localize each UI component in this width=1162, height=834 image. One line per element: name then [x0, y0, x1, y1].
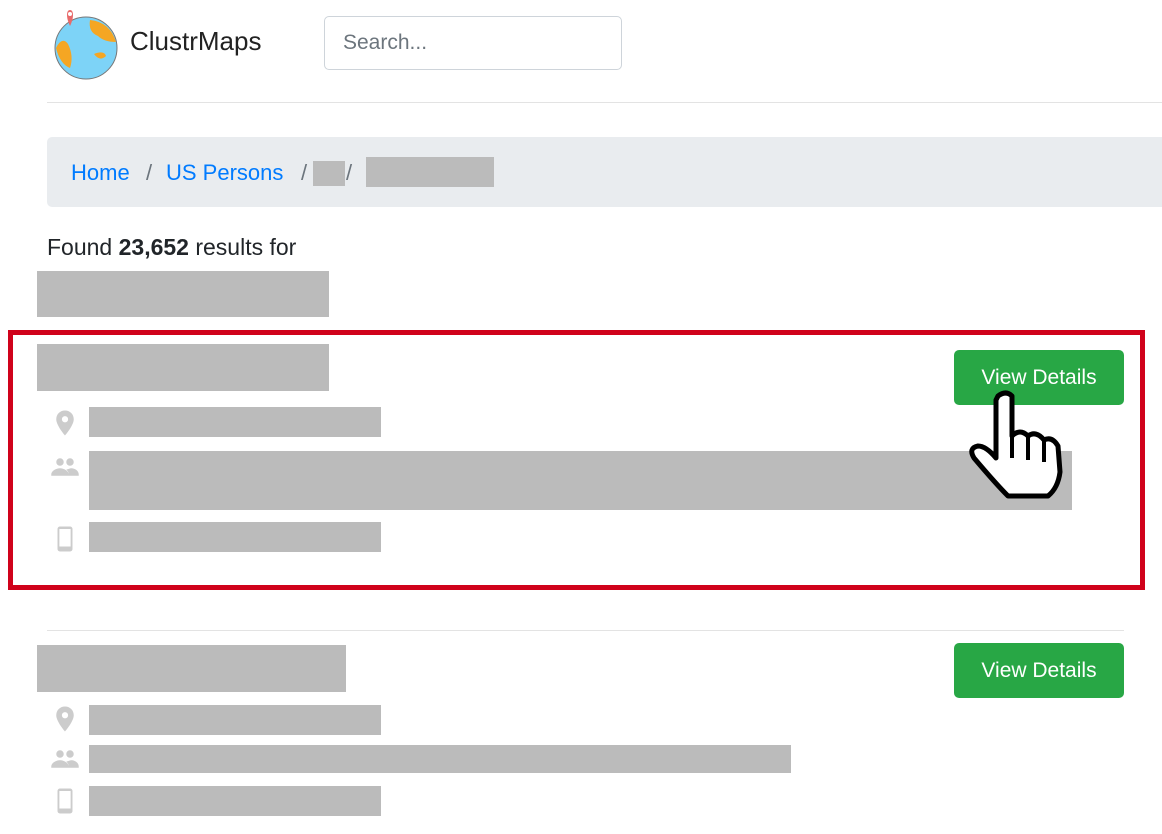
clustrmaps-logo-icon[interactable]: [52, 6, 120, 80]
redacted-breadcrumb-name: [366, 157, 494, 187]
breadcrumb-separator: /: [346, 160, 353, 185]
breadcrumb-separator: /: [301, 160, 308, 185]
header-divider: [47, 102, 1162, 103]
brand-name[interactable]: ClustrMaps: [130, 26, 262, 56]
location-pin-icon: [56, 410, 74, 436]
phone-icon: [57, 788, 73, 814]
phone-icon: [57, 526, 73, 552]
redacted-query: [37, 271, 329, 317]
redacted-person-name[interactable]: [37, 344, 329, 391]
redacted-address: [89, 407, 381, 437]
hand-pointer-cursor-icon: [969, 390, 1063, 499]
redacted-phone: [89, 786, 381, 816]
people-icon: [51, 458, 79, 476]
redacted-address: [89, 705, 381, 735]
redacted-person-name[interactable]: [37, 645, 346, 692]
redacted-relatives: [89, 745, 791, 773]
view-details-button[interactable]: View Details: [954, 350, 1124, 405]
results-count: 23,652: [118, 234, 189, 260]
redacted-breadcrumb-state[interactable]: [313, 161, 345, 186]
results-summary: Found 23,652 results for: [47, 234, 297, 260]
breadcrumb-home[interactable]: Home: [71, 160, 130, 185]
redacted-phone: [89, 522, 381, 552]
breadcrumb: [47, 137, 1162, 207]
search-input[interactable]: [324, 16, 622, 70]
card-divider: [47, 630, 1124, 631]
people-icon: [51, 750, 79, 768]
location-pin-icon: [56, 706, 74, 732]
redacted-relatives: [89, 451, 1072, 510]
breadcrumb-us-persons[interactable]: US Persons: [166, 160, 284, 185]
highlight-box: [8, 330, 1145, 590]
breadcrumb-separator: /: [146, 160, 153, 185]
view-details-button[interactable]: View Details: [954, 643, 1124, 698]
